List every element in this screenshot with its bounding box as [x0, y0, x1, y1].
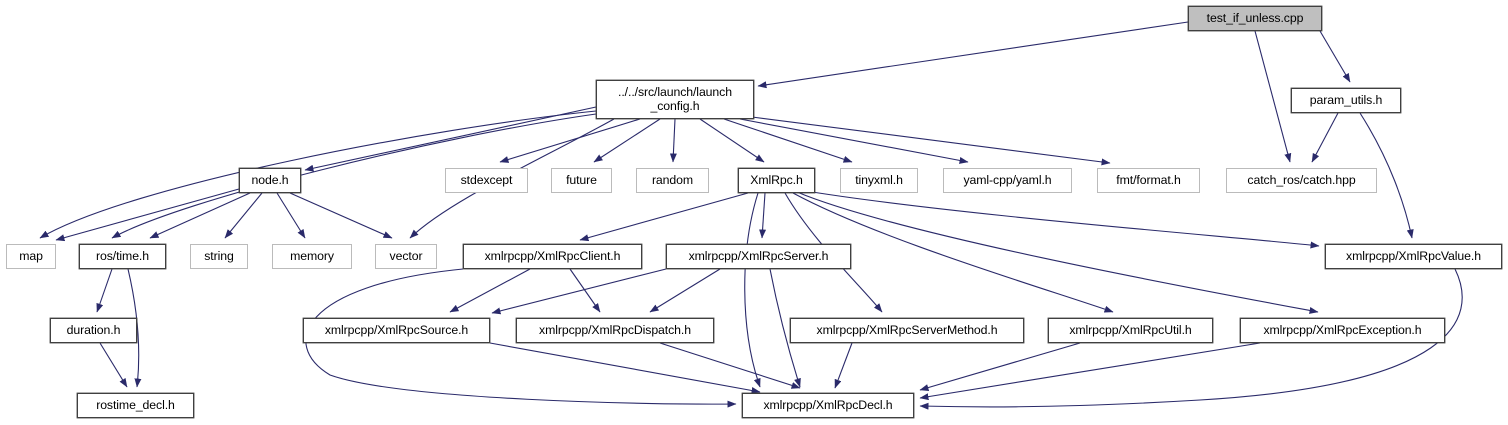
graph-edge [593, 118, 661, 163]
graph-edge [449, 268, 531, 313]
graph-edge [1359, 112, 1414, 239]
graph-edge [919, 268, 1463, 410]
graph-node-duration-h[interactable]: duration.h [50, 318, 137, 343]
graph-edge [305, 268, 737, 408]
graph-node-xmlrpcclient-h[interactable]: xmlrpcpp/XmlRpcClient.h [463, 244, 642, 269]
graph-node-xmlrpcexception-h[interactable]: xmlrpcpp/XmlRpcException.h [1240, 318, 1445, 343]
graph-edge [579, 192, 749, 242]
graph-edge [55, 188, 240, 242]
graph-edge [224, 192, 263, 239]
graph-edge [127, 268, 142, 388]
graph-edge [1254, 30, 1292, 163]
graph-edge [276, 192, 306, 239]
graph-edge [744, 192, 761, 388]
graph-node-yaml-cpp-yaml-h[interactable]: yaml-cpp/yaml.h [943, 168, 1072, 193]
graph-edge [96, 268, 113, 313]
graph-node-xmlrpcdecl-h[interactable]: xmlrpcpp/XmlRpcDecl.h [742, 393, 914, 418]
graph-edge [919, 342, 1261, 401]
graph-node-node-h[interactable]: node.h [239, 168, 301, 193]
graph-node-xmlrpc-h[interactable]: XmlRpc.h [738, 168, 815, 193]
graph-node-vector[interactable]: vector [375, 244, 437, 269]
graph-edge [99, 342, 128, 388]
graph-edge [304, 106, 597, 172]
graph-node-string[interactable]: string [190, 244, 248, 269]
graph-node-stdexcept[interactable]: stdexcept [445, 168, 528, 193]
graph-edge [757, 21, 1189, 89]
graph-edge [799, 189, 1320, 249]
graph-edge [723, 118, 853, 163]
graph-edge [769, 268, 801, 388]
graph-node-xmlrpcsource-h[interactable]: xmlrpcpp/XmlRpcSource.h [303, 318, 490, 343]
graph-edge [834, 342, 853, 389]
graph-node-test-if-unless-cpp[interactable]: test_if_unless.cpp [1188, 6, 1322, 31]
graph-node-xmlrpcutil-h[interactable]: xmlrpcpp/XmlRpcUtil.h [1048, 318, 1213, 343]
graph-node-random[interactable]: random [636, 168, 709, 193]
graph-node-memory[interactable]: memory [272, 244, 352, 269]
graph-edge [759, 192, 767, 239]
graph-edge [739, 118, 969, 164]
graph-edge [919, 342, 1081, 391]
edges-group [39, 21, 1463, 410]
graph-edge [792, 192, 1114, 313]
graph-node-catch-ros-catch-hpp[interactable]: catch_ros/catch.hpp [1226, 168, 1377, 193]
graph-edge [1311, 112, 1339, 163]
graph-edge [751, 116, 1111, 166]
graph-node-xmlrpcserver-h[interactable]: xmlrpcpp/XmlRpcServer.h [666, 244, 851, 269]
graph-node-launch-config-h[interactable]: ../../src/launch/launch _config.h [596, 80, 754, 119]
graph-edge [699, 118, 765, 163]
graph-edge [491, 268, 667, 315]
graph-node-future[interactable]: future [551, 168, 612, 193]
graph-edge [796, 191, 1319, 314]
graph-node-rostime-decl-h[interactable]: rostime_decl.h [77, 393, 194, 418]
graph-edge [149, 192, 251, 239]
graph-edge [1319, 30, 1351, 83]
graph-node-xmlrpcvalue-h[interactable]: xmlrpcpp/XmlRpcValue.h [1325, 244, 1502, 269]
graph-node-xmlrpcdispatch-h[interactable]: xmlrpcpp/XmlRpcDispatch.h [516, 318, 714, 343]
graph-node-fmt-format-h[interactable]: fmt/format.h [1097, 168, 1200, 193]
graph-node-param-utils-h[interactable]: param_utils.h [1291, 88, 1401, 113]
graph-edge [489, 342, 761, 394]
graph-node-map[interactable]: map [6, 244, 56, 269]
graph-edge [499, 118, 641, 163]
graph-edge [289, 192, 393, 239]
graph-edge [649, 268, 721, 313]
graph-node-ros-time-h[interactable]: ros/time.h [79, 244, 166, 269]
graph-node-tinyxml-h[interactable]: tinyxml.h [840, 168, 918, 193]
graph-edge [569, 268, 601, 313]
graph-edge [111, 113, 597, 239]
graph-node-xmlrpcservermethod-h[interactable]: xmlrpcpp/XmlRpcServerMethod.h [790, 318, 1024, 343]
graph-edge [659, 342, 801, 389]
graph-edge [669, 118, 677, 163]
graph-edge [39, 110, 597, 239]
